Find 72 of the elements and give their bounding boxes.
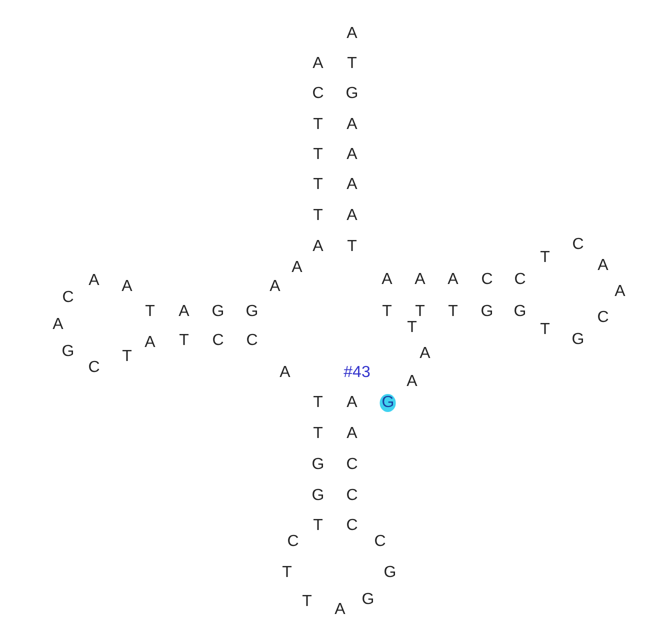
- base-letter: A: [346, 207, 358, 225]
- base-letter: G: [514, 303, 526, 321]
- base-letter: T: [302, 593, 312, 611]
- base-letter: T: [313, 394, 323, 412]
- base-letter: A: [312, 55, 324, 73]
- base-letter: G: [362, 591, 374, 609]
- base-letter: G: [480, 303, 494, 321]
- base-letter: A: [448, 271, 458, 289]
- base-letter: C: [88, 359, 100, 377]
- base-letter: G: [346, 85, 358, 103]
- base-letter: C: [597, 309, 609, 327]
- base-letter: T: [313, 146, 323, 164]
- base-letter: C: [481, 271, 493, 289]
- base-letter: T: [540, 249, 550, 267]
- base-letter: A: [270, 278, 280, 296]
- base-letter: A: [382, 271, 392, 289]
- base-letter: G: [62, 343, 74, 361]
- base-letter: A: [346, 146, 358, 164]
- base-letter: C: [572, 236, 584, 254]
- base-letter: A: [414, 271, 426, 289]
- base-letter: C: [346, 456, 358, 474]
- base-letter: A: [292, 259, 302, 277]
- base-letter: C: [514, 271, 526, 289]
- base-letter: C: [312, 85, 324, 103]
- base-letter: A: [346, 116, 358, 134]
- highlighted-base: G: [380, 394, 396, 412]
- base-letter: C: [346, 517, 358, 535]
- base-letter: A: [346, 425, 358, 443]
- base-letter: A: [88, 272, 100, 290]
- base-letter: C: [246, 332, 258, 350]
- base-letter: G: [246, 303, 258, 321]
- base-letter: C: [374, 533, 386, 551]
- base-letter: T: [347, 238, 357, 256]
- base-letter: A: [312, 238, 324, 256]
- base-letter: T: [448, 303, 458, 321]
- base-letter: C: [346, 487, 358, 505]
- base-letter: G: [212, 303, 224, 321]
- base-letter: T: [282, 564, 292, 582]
- base-letter: A: [52, 316, 64, 334]
- base-letter: C: [62, 289, 74, 307]
- base-letter: A: [346, 25, 358, 43]
- base-letter: T: [122, 348, 132, 366]
- base-letter: T: [313, 425, 323, 443]
- base-letter: T: [313, 517, 323, 535]
- base-letter: T: [407, 319, 417, 337]
- base-letter: T: [313, 207, 323, 225]
- base-letter: A: [346, 176, 358, 194]
- base-letter: G: [312, 456, 324, 474]
- base-letter: T: [382, 303, 392, 321]
- base-letter: A: [178, 303, 190, 321]
- base-letter: T: [347, 55, 357, 73]
- base-letter: T: [540, 321, 550, 339]
- base-letter: T: [313, 176, 323, 194]
- base-letter: C: [287, 533, 299, 551]
- base-letter: G: [572, 331, 584, 349]
- base-letter: C: [212, 332, 224, 350]
- base-letter: A: [144, 334, 156, 352]
- base-letter: G: [312, 487, 324, 505]
- base-letter: G: [384, 564, 396, 582]
- base-letter: A: [406, 373, 418, 391]
- base-letter: T: [313, 116, 323, 134]
- base-letter: A: [334, 601, 346, 619]
- base-letter: T: [145, 303, 155, 321]
- base-letter: A: [420, 345, 430, 363]
- base-letter: A: [598, 257, 608, 275]
- base-letter: T: [415, 303, 425, 321]
- base-letter: T: [179, 332, 189, 350]
- base-letter: A: [614, 283, 626, 301]
- base-letter: A: [280, 364, 290, 382]
- base-letter: A: [122, 278, 132, 296]
- base-letter: A: [346, 394, 358, 412]
- position-label: #43: [344, 364, 370, 382]
